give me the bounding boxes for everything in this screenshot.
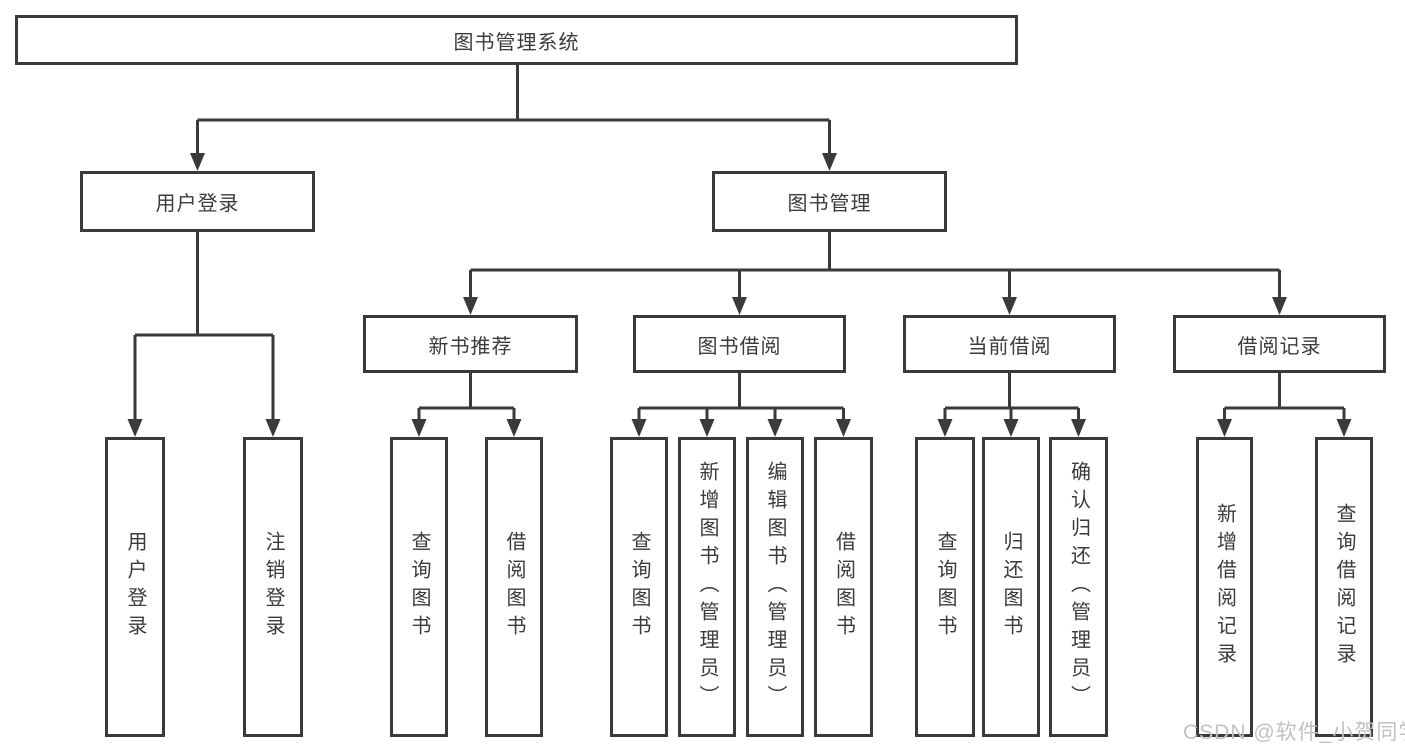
leaf-logout: 注销登录: [243, 437, 303, 737]
connector-root-to-level2: [190, 65, 837, 171]
leaf-edit-book-admin: 编辑图书（管理员）: [746, 437, 804, 737]
node-root-system: 图书管理系统: [15, 15, 1018, 65]
csdn-watermark: CSDN @软件_小贺同学: [1183, 721, 1405, 744]
leaf-query-book-2: 查询图书: [610, 437, 668, 737]
node-book-management: 图书管理: [712, 171, 947, 232]
connector-newbook-to-leaves: [411, 373, 522, 437]
node-borrow-records: 借阅记录: [1173, 315, 1386, 373]
leaf-add-book-admin: 新增图书（管理员）: [678, 437, 736, 737]
leaf-borrow-book-1: 借阅图书: [485, 437, 543, 737]
node-user-login: 用户登录: [80, 171, 315, 232]
connector-userlogin-to-leaves: [127, 232, 281, 437]
connector-bookmgmt-to-level3: [463, 232, 1287, 315]
node-book-borrow: 图书借阅: [633, 315, 846, 373]
connector-currentborrow-to-leaves: [937, 373, 1086, 437]
leaf-query-borrow-record: 查询借阅记录: [1315, 437, 1373, 737]
node-current-borrow: 当前借阅: [903, 315, 1116, 373]
leaf-query-book-1: 查询图书: [390, 437, 448, 737]
node-new-book-recommend: 新书推荐: [363, 315, 578, 373]
leaf-confirm-return-admin: 确认归还（管理员）: [1049, 437, 1108, 737]
connector-records-to-leaves: [1217, 373, 1352, 437]
leaf-add-borrow-record: 新增借阅记录: [1196, 437, 1253, 737]
leaf-user-login: 用户登录: [105, 437, 165, 737]
leaf-query-book-3: 查询图书: [915, 437, 975, 737]
leaf-borrow-book-2: 借阅图书: [814, 437, 873, 737]
connector-bookborrow-to-leaves: [631, 373, 851, 437]
leaf-return-book: 归还图书: [982, 437, 1040, 737]
